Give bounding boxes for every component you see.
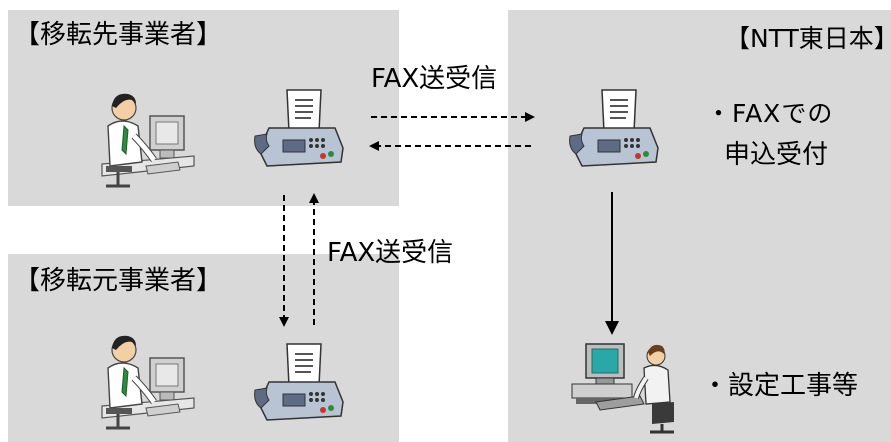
fax-machine-icon xyxy=(254,343,344,421)
destination-business-title: 【移転先事業者】 xyxy=(14,20,223,50)
fax-exchange-label-top: FAX送受信 xyxy=(371,64,498,94)
office-worker-icon xyxy=(101,335,195,430)
fax-exchange-label-middle: FAX送受信 xyxy=(327,238,454,268)
fax-machine-icon xyxy=(254,89,344,167)
relocation-destination-panel xyxy=(8,10,399,206)
technician-at-computer-icon xyxy=(571,343,674,434)
ntt-east-panel xyxy=(508,10,891,442)
fax-application-note-line2: 申込受付 xyxy=(724,140,829,170)
fax-machine-icon xyxy=(569,89,659,167)
ntt-east-title: 【NTT東日本】 xyxy=(725,24,891,53)
source-business-title: 【移転元事業者】 xyxy=(14,266,223,296)
setup-work-note: ・設定工事等 xyxy=(702,371,859,401)
fax-application-note-line1: ・FAXでの xyxy=(706,99,834,128)
office-worker-icon xyxy=(101,93,195,188)
